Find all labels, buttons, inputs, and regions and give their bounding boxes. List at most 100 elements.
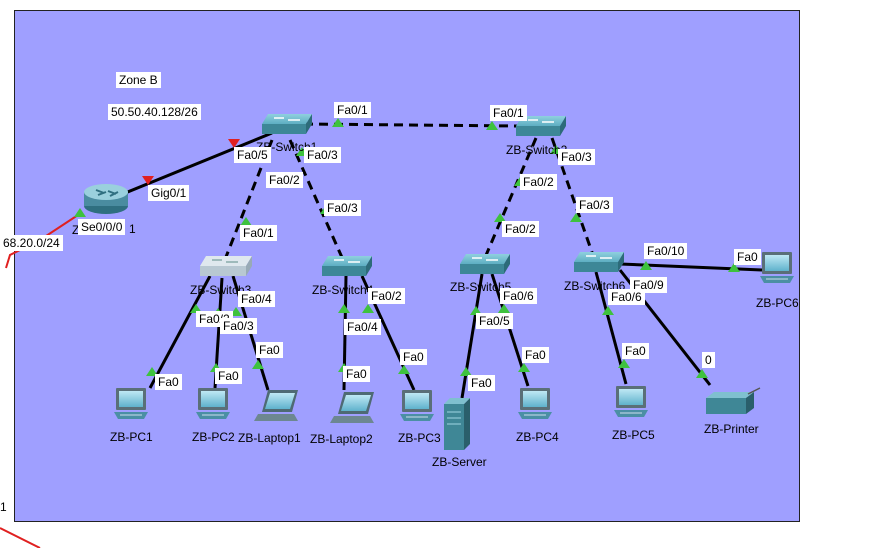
port-label: Fa0/5 xyxy=(476,313,513,329)
port-label: Fa0/2 xyxy=(520,174,557,190)
port-up-marker xyxy=(398,365,410,374)
port-up-marker xyxy=(486,121,498,130)
port-label: Fa0 xyxy=(215,368,242,384)
port-up-marker xyxy=(696,369,708,378)
switch6-icon[interactable] xyxy=(574,252,624,272)
port-up-marker xyxy=(190,304,202,313)
wan-link-bottom[interactable] xyxy=(0,527,41,548)
printer-icon[interactable] xyxy=(706,387,761,414)
zone-name-label: Zone B xyxy=(116,72,161,88)
device-label-switch5: ZB-Switch5 xyxy=(450,280,512,294)
port-label: Se0/0/0 xyxy=(78,219,126,235)
wan-links xyxy=(0,214,79,548)
port-down-marker xyxy=(228,139,240,148)
port-label: Fa0/3 xyxy=(324,200,361,216)
port-label: Fa0/1 xyxy=(240,225,277,241)
port-label: Fa0/3 xyxy=(558,149,595,165)
link-router-switch1[interactable] xyxy=(107,131,273,202)
port-label: Fa0 xyxy=(468,375,495,391)
laptop1-icon[interactable] xyxy=(254,390,298,421)
port-up-marker xyxy=(460,367,472,376)
pc1-icon[interactable] xyxy=(114,388,148,419)
port-label: 0 xyxy=(702,352,715,368)
device-label-switch4: ZB-Switch4 xyxy=(312,283,374,297)
port-up-marker xyxy=(728,263,740,272)
link-switch2-switch5[interactable] xyxy=(482,137,538,261)
port-status-markers xyxy=(74,118,740,378)
link-switch5-server[interactable] xyxy=(460,273,484,399)
port-label: Fa0/3 xyxy=(576,197,613,213)
device-label-router-suffix: 1 xyxy=(129,222,136,236)
switch4-icon[interactable] xyxy=(322,256,372,276)
port-up-marker xyxy=(230,307,242,316)
port-label: Fa0/10 xyxy=(644,243,688,259)
port-up-marker xyxy=(570,213,582,222)
port-up-marker xyxy=(498,304,510,313)
pc4-icon[interactable] xyxy=(518,388,552,419)
device-label-pc1: ZB-PC1 xyxy=(110,430,153,444)
switch1-icon[interactable] xyxy=(262,114,312,134)
port-label: Fa0/1 xyxy=(490,105,527,121)
zone-subnet-label: 50.50.40.128/26 xyxy=(108,104,201,120)
port-up-marker xyxy=(332,118,344,127)
device-label-switch3: ZB-Switch3 xyxy=(190,283,252,297)
port-label: Fa0/3 xyxy=(220,318,257,334)
port-label: Fa0/4 xyxy=(344,319,381,335)
port-up-marker xyxy=(518,363,530,372)
device-label-pc6: ZB-PC6 xyxy=(756,296,799,310)
pc3-icon[interactable] xyxy=(400,390,434,421)
port-label: Fa0/2 xyxy=(368,288,405,304)
device-label-pc3: ZB-PC3 xyxy=(398,431,441,445)
left-edge-number: 1 xyxy=(0,500,7,514)
link-switch1-switch4[interactable] xyxy=(288,139,346,263)
device-label-switch2: ZB-Switch2 xyxy=(506,143,568,157)
port-label: Gig0/1 xyxy=(148,185,190,201)
port-up-marker xyxy=(602,306,614,315)
device-label-switch1: ZB-Switch1 xyxy=(256,140,318,154)
port-label: Fa0/4 xyxy=(238,291,275,307)
port-up-marker xyxy=(74,208,86,217)
router-icon[interactable] xyxy=(84,184,128,214)
laptop2-icon[interactable] xyxy=(330,392,374,423)
port-label: Fa0/9 xyxy=(630,277,667,293)
switch5-icon[interactable] xyxy=(460,254,510,274)
device-label-laptop1: ZB-Laptop1 xyxy=(238,431,301,445)
port-up-marker xyxy=(640,261,652,270)
server-icon[interactable] xyxy=(444,398,470,450)
pc2-icon[interactable] xyxy=(196,388,230,419)
switch3-icon[interactable] xyxy=(200,256,252,276)
port-label: Fa0/1 xyxy=(334,102,371,118)
port-label: Fa0 xyxy=(522,347,549,363)
device-label-pc4: ZB-PC4 xyxy=(516,430,559,444)
port-label: Fa0 xyxy=(256,342,283,358)
port-label: Fa0/2 xyxy=(266,172,303,188)
port-up-marker xyxy=(240,217,252,226)
port-label: Fa0/5 xyxy=(234,147,271,163)
port-up-marker xyxy=(470,306,482,315)
link-switch3-pc1[interactable] xyxy=(148,275,212,389)
port-label: Fa0 xyxy=(734,249,761,265)
left-subnet-label: 68.20.0/24 xyxy=(0,235,63,251)
device-label-router-fragment: Z xyxy=(72,223,80,237)
port-label: Fa0/6 xyxy=(608,289,645,305)
port-up-marker xyxy=(618,359,630,368)
pc5-icon[interactable] xyxy=(614,386,648,417)
port-up-marker xyxy=(338,304,350,313)
device-label-pc2: ZB-PC2 xyxy=(192,430,235,444)
port-label: Fa0 xyxy=(622,343,649,359)
device-label-server: ZB-Server xyxy=(432,455,487,469)
port-up-marker xyxy=(494,213,506,222)
port-label: Fa0/2 xyxy=(502,221,539,237)
port-label: Fa0 xyxy=(400,349,427,365)
port-up-marker xyxy=(146,367,158,376)
port-label: Fa0/3 xyxy=(304,147,341,163)
pc6-icon[interactable] xyxy=(760,252,794,283)
device-label-pc5: ZB-PC5 xyxy=(612,428,655,442)
device-label-laptop2: ZB-Laptop2 xyxy=(310,432,373,446)
port-down-marker xyxy=(142,176,154,185)
device-label-printer: ZB-Printer xyxy=(704,422,759,436)
port-up-marker xyxy=(362,304,374,313)
switch2-icon[interactable] xyxy=(516,116,566,136)
port-label: Fa0 xyxy=(343,366,370,382)
